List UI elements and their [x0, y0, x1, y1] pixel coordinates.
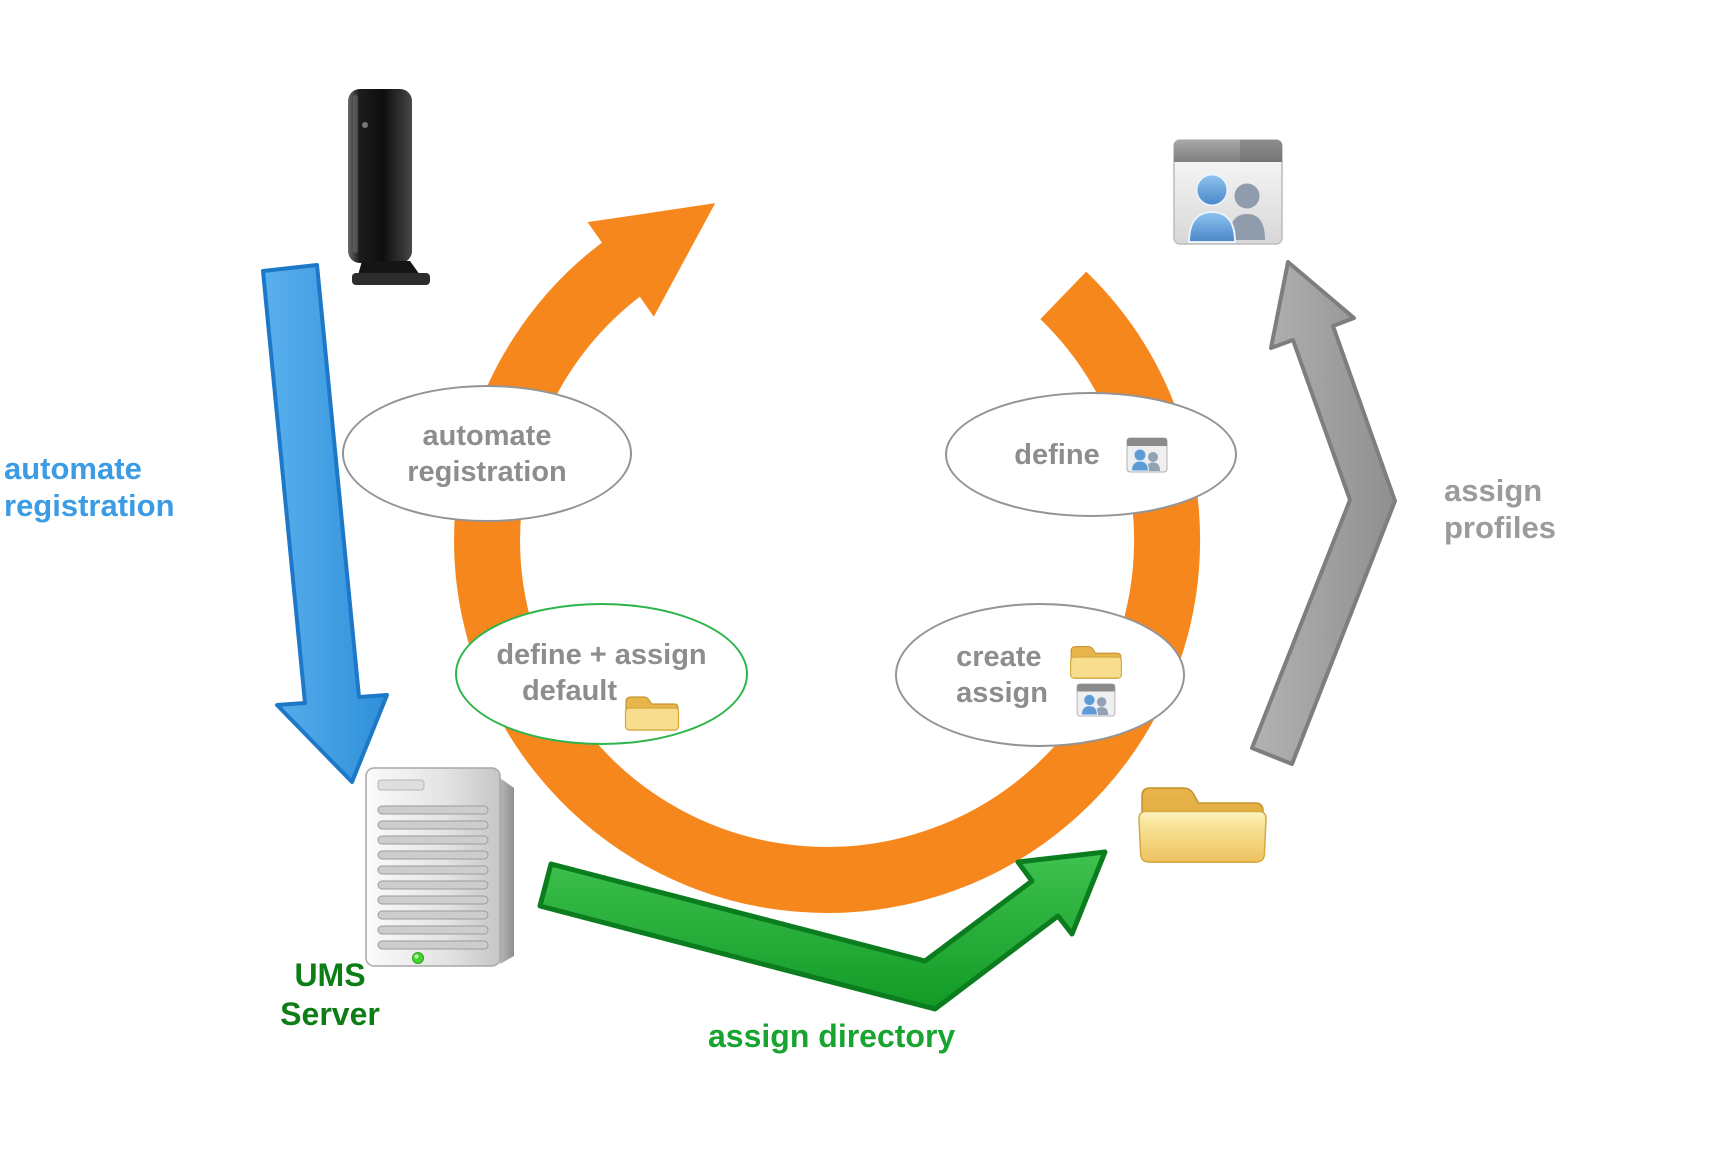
label-line: automate: [4, 451, 142, 486]
label-line: assign directory: [708, 1018, 956, 1054]
label-assign-profiles: assign profiles: [1444, 472, 1556, 546]
bubble-icons: [1068, 637, 1124, 717]
bubble-line: create: [956, 641, 1042, 673]
bubble-line: automate: [422, 419, 552, 452]
blue-arrow: [261, 263, 389, 784]
user-profile-icon: [1076, 683, 1116, 717]
green-arrow: [537, 849, 1108, 1012]
gray-arrow: [1250, 260, 1397, 766]
bubble-line: define + assign: [496, 639, 707, 671]
bubble-automate-registration: automate registration: [342, 385, 632, 522]
bubble-content: define + assign default: [496, 637, 707, 731]
folder-icon: [624, 696, 680, 731]
thin-client-device-icon: [348, 89, 430, 285]
user-profile-icon: [1126, 437, 1168, 472]
bubble-text: create assign: [956, 639, 1048, 711]
directory-folder-icon: [1138, 787, 1267, 863]
server-tower-icon: [365, 767, 514, 967]
label-line: Server: [280, 996, 380, 1032]
bubble-line-with-icon: default: [521, 673, 681, 731]
bubble-content: define: [1014, 437, 1168, 473]
bubble-line: registration: [407, 455, 567, 488]
label-line: UMS: [294, 957, 366, 993]
user-profiles-window-icon: [1173, 139, 1283, 245]
label-line: registration: [4, 488, 175, 523]
label-ums-server: UMS Server: [240, 956, 420, 1034]
bubble-content: create assign: [956, 633, 1124, 717]
label-line: profiles: [1444, 510, 1556, 545]
bubble-define: define: [945, 392, 1237, 517]
label-assign-directory: assign directory: [708, 1018, 955, 1055]
bubble-define-assign-default: define + assign default: [455, 603, 748, 745]
folder-icon: [1070, 645, 1122, 679]
bubble-text: automate registration: [407, 418, 567, 490]
bubble-line: default: [521, 675, 618, 707]
label-automate-registration: automate registration: [4, 450, 175, 524]
bubble-line: assign: [956, 677, 1048, 709]
label-line: assign: [1444, 473, 1543, 508]
bubble-line: define: [1014, 438, 1100, 471]
bubble-create-assign: create assign: [895, 603, 1185, 747]
orange-cycle-arrow: [454, 202, 1201, 913]
